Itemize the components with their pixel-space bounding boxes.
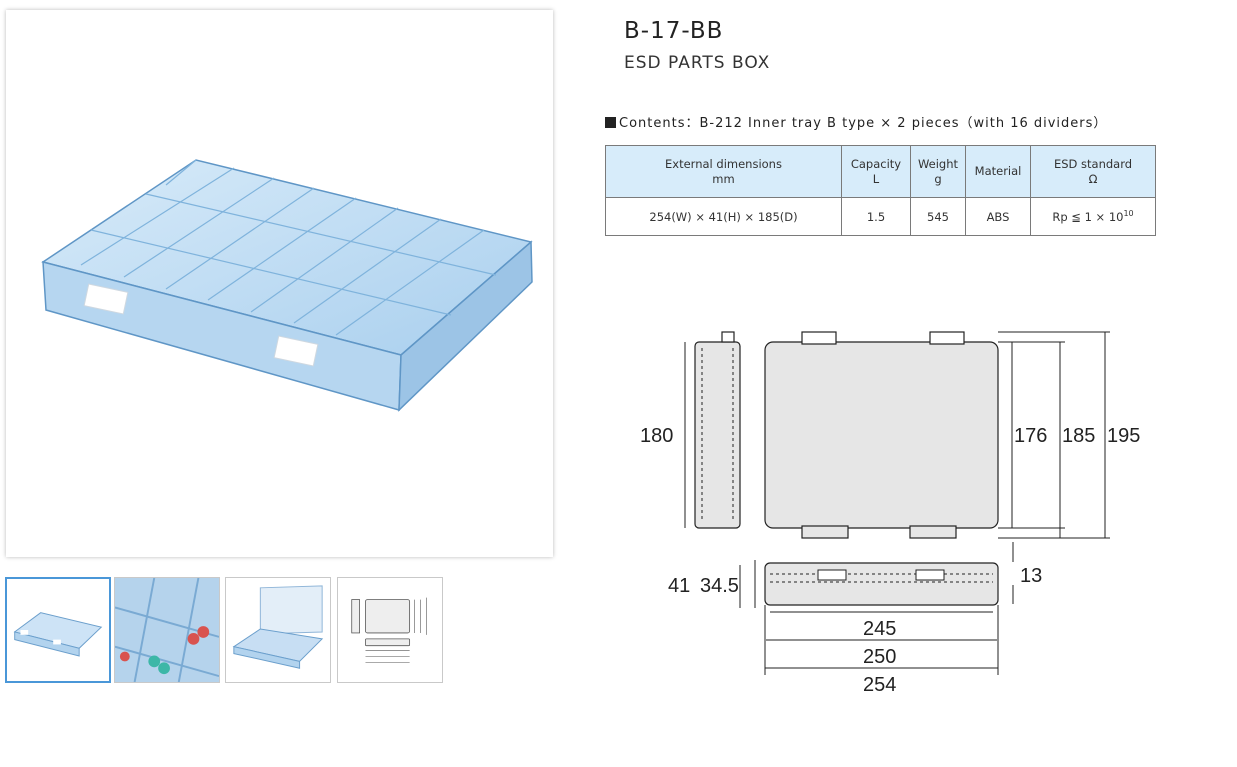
dim-inner-depth: 176 bbox=[1014, 425, 1047, 447]
dim-lid-height: 13 bbox=[1020, 565, 1042, 587]
dimension-drawing: 180 176 185 195 41 34.5 13 245 250 254 bbox=[630, 320, 1150, 705]
dim-inner-width: 245 bbox=[863, 618, 896, 640]
dim-depth: 185 bbox=[1062, 425, 1095, 447]
dim-body-height: 34.5 bbox=[700, 575, 739, 597]
dim-height: 41 bbox=[668, 575, 690, 597]
product-code: B-17-BB bbox=[624, 18, 724, 44]
contents-text: Contents：B-212 Inner tray B type × 2 pie… bbox=[619, 116, 1108, 131]
thumbnail-box-closeup[interactable] bbox=[114, 577, 220, 683]
cell-weight: 545 bbox=[910, 197, 966, 236]
cell-capacity: 1.5 bbox=[841, 197, 911, 236]
square-bullet-icon bbox=[605, 117, 616, 128]
cell-material: ABS bbox=[965, 197, 1031, 236]
cell-esd-standard: Rp ≦ 1 × 1010 bbox=[1030, 197, 1156, 236]
esd-parts-box-illustration bbox=[41, 159, 533, 412]
thumbnail-strip bbox=[5, 577, 445, 683]
contents-note: Contents：B-212 Inner tray B type × 2 pie… bbox=[605, 112, 1107, 131]
dim-overall-depth: 195 bbox=[1107, 425, 1140, 447]
cell-dimensions: 254(W) × 41(H) × 185(D) bbox=[605, 197, 842, 236]
product-name: ESD PARTS BOX bbox=[624, 53, 771, 73]
thumbnail-dimension-drawing[interactable] bbox=[337, 577, 443, 683]
dim-width: 254 bbox=[863, 674, 896, 696]
header-material: Material bbox=[965, 145, 1031, 198]
thumbnail-box-open[interactable] bbox=[225, 577, 331, 683]
main-product-image bbox=[6, 10, 553, 557]
thumbnail-box-closed[interactable] bbox=[5, 577, 111, 683]
table-row: 254(W) × 41(H) × 185(D) 1.5 545 ABS Rp ≦… bbox=[605, 197, 1156, 236]
dim-side-height: 180 bbox=[640, 425, 673, 447]
dim-body-width: 250 bbox=[863, 646, 896, 668]
